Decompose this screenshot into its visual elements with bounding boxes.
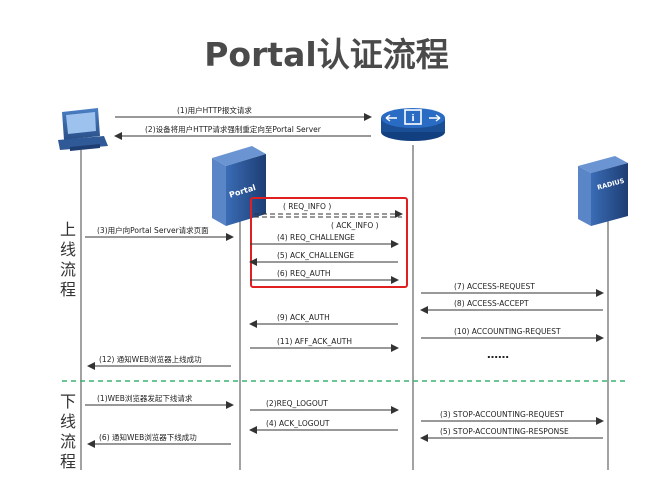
message-label: (4) ACK_LOGOUT [266, 419, 330, 428]
message-label: (7) ACCESS-REQUEST [454, 282, 535, 291]
message-label: (2)REQ_LOGOUT [266, 399, 328, 408]
access-device-icon: i [381, 108, 445, 141]
message-label: (3)用户向Portal Server请求页面 [97, 225, 209, 235]
phase-char: 程 [60, 452, 77, 471]
message-label: ( ACK_INFO ) [331, 221, 379, 230]
message-label: (12) 通知WEB浏览器上线成功 [99, 354, 202, 364]
phase-char: 上 [60, 220, 77, 239]
phase-char: 流 [60, 432, 77, 451]
message-label: (6) 通知WEB浏览器下线成功 [99, 432, 197, 442]
phase-char: 线 [60, 240, 77, 259]
message-label: (3) STOP-ACCOUNTING-REQUEST [440, 410, 564, 419]
radius-server-icon [578, 156, 628, 226]
message-label: (1)WEB浏览器发起下线请求 [97, 393, 193, 403]
message-label: (5) STOP-ACCOUNTING-RESPONSE [440, 427, 569, 436]
message-label: (9) ACK_AUTH [277, 313, 330, 322]
portal-server-icon [212, 146, 266, 226]
online-phase-label: 上 线 流 程 [60, 220, 80, 300]
phase-char: 程 [60, 280, 77, 299]
message-label: (10) ACCOUNTING-REQUEST [454, 327, 561, 336]
highlight-box [250, 197, 408, 288]
phase-char: 下 [60, 392, 77, 411]
continuation-dots: …… [487, 348, 509, 361]
message-label: (2)设备将用户HTTP请求强制重定向至Portal Server [145, 124, 322, 134]
message-label: (11) AFF_ACK_AUTH [277, 337, 352, 346]
client-pc-icon [58, 108, 108, 151]
phase-char: 线 [60, 412, 77, 431]
phase-char: 流 [60, 260, 77, 279]
message-label: (5) ACK_CHALLENGE [277, 251, 354, 260]
page-title: Portal认证流程 [204, 35, 449, 74]
message-label: (1)用户HTTP报文请求 [177, 105, 252, 115]
message-label: (8) ACCESS-ACCEPT [454, 299, 529, 308]
offline-phase-label: 下 线 流 程 [60, 392, 80, 472]
message-label: ( REQ_INFO ) [283, 202, 331, 211]
svg-text:i: i [411, 114, 414, 124]
message-label: (6) REQ_AUTH [277, 269, 330, 278]
message-label: (4) REQ_CHALLENGE [277, 233, 355, 242]
